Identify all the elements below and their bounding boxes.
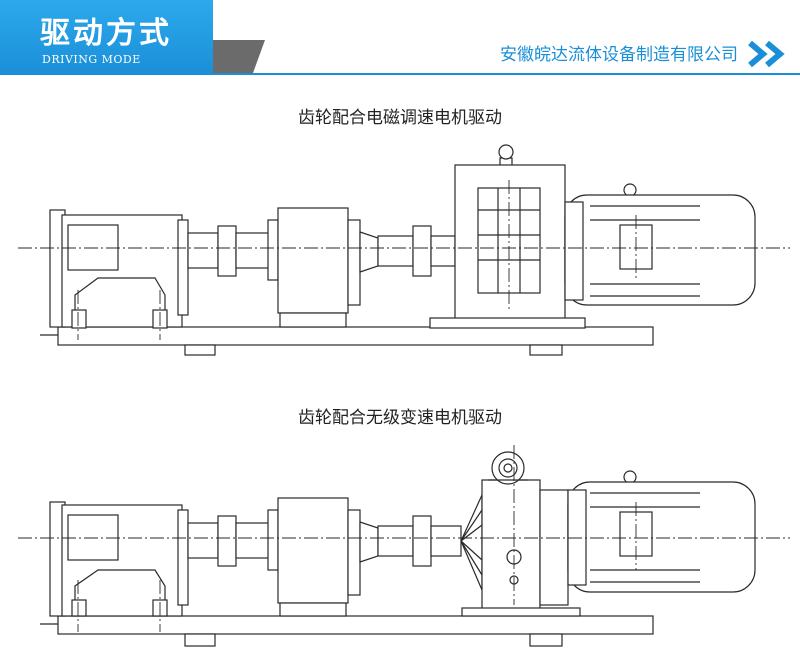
- section-title: 驱动方式: [40, 16, 172, 51]
- stepless-variator: [460, 451, 581, 617]
- gear-reducer: [267, 497, 379, 617]
- double-chevron-right-icon: [748, 40, 785, 68]
- drive-diagram-electromagnetic: [18, 144, 790, 356]
- pump-bracket: [49, 209, 189, 329]
- coupling: [377, 515, 462, 567]
- electromagnetic-governor: [429, 144, 586, 329]
- base-frame: [57, 326, 654, 346]
- coupling: [187, 225, 271, 277]
- base-foot: [529, 633, 563, 647]
- diagram-caption-1: 齿轮配合电磁调速电机驱动: [298, 108, 502, 128]
- page-header: 驱动方式 DRIVING MODE 安徽皖达流体设备制造有限公司: [0, 0, 800, 76]
- base-foot: [184, 344, 216, 356]
- drive-diagram-stepless: [18, 445, 790, 647]
- section-title-block: 驱动方式 DRIVING MODE: [0, 0, 213, 74]
- coupling: [377, 225, 456, 277]
- coupling: [187, 515, 271, 567]
- section-subtitle: DRIVING MODE: [42, 53, 141, 66]
- gear-reducer: [267, 207, 379, 328]
- electric-motor: [567, 470, 756, 593]
- company-name: 安徽皖达流体设备制造有限公司: [500, 45, 738, 65]
- base-foot: [184, 633, 216, 647]
- base-foot: [529, 344, 563, 356]
- electric-motor: [564, 183, 756, 306]
- title-shadow-tab: [213, 40, 265, 73]
- diagram-caption-2: 齿轮配合无级变速电机驱动: [298, 408, 502, 428]
- header-divider: [0, 73, 800, 75]
- base-frame: [57, 615, 654, 635]
- pump-bracket: [49, 501, 189, 617]
